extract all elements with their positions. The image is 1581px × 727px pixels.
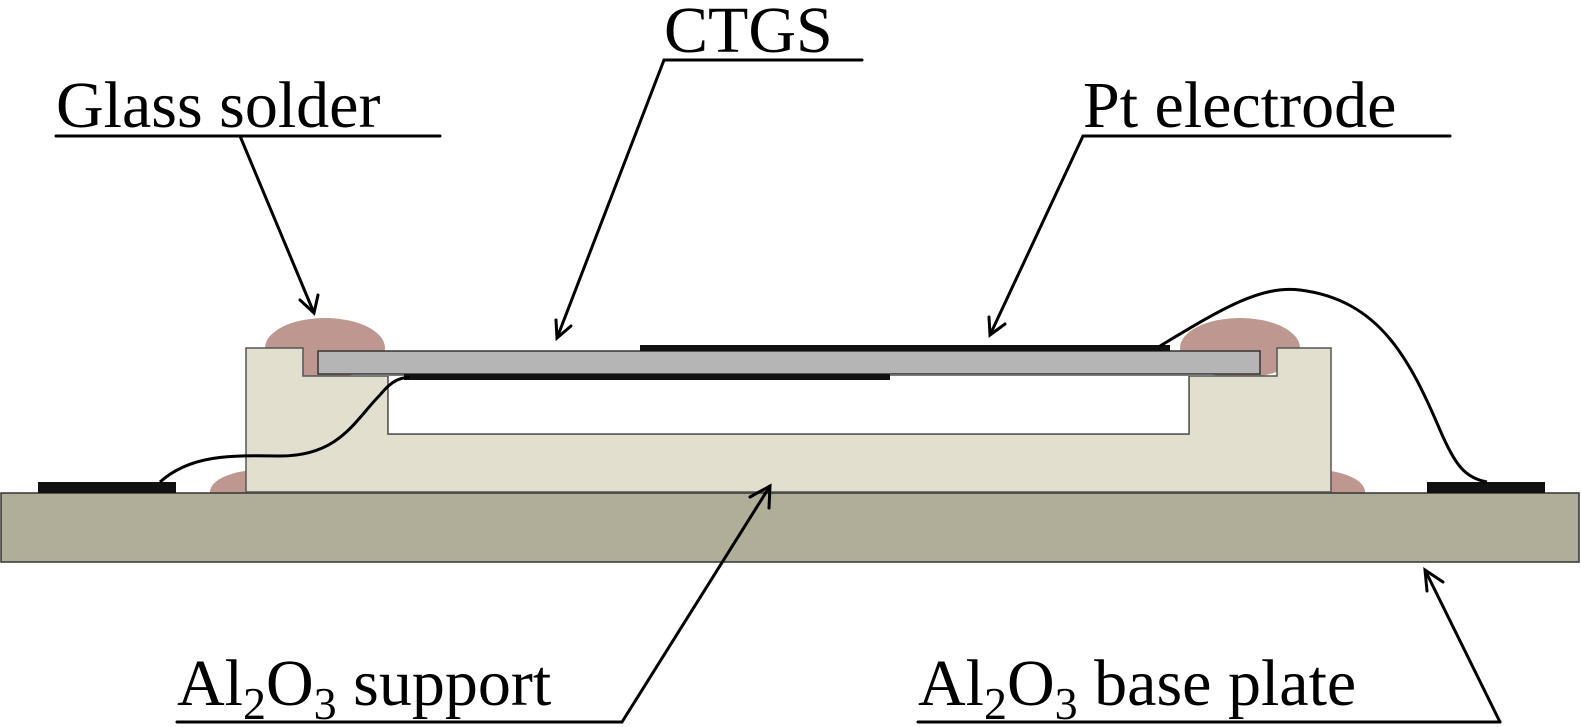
base-o: O [1007,647,1055,720]
glass-solder-arrow [238,134,320,316]
label-glass-solder: Glass solder [56,69,380,142]
support-o: O [266,647,314,720]
label-pt-electrode: Pt electrode [1083,69,1396,142]
base-word: base plate [1078,647,1357,720]
al2o3-base-plate [0,492,1580,563]
label-ctgs: CTGS [664,0,833,67]
bond-wire-right [1159,287,1488,484]
support-word: support [337,647,552,720]
leader-lines [54,58,1502,724]
base-plate-arrow [1423,567,1502,724]
contact-pad-left [38,482,176,493]
support-cavity [387,376,1190,435]
support-sub-2: 2 [243,678,266,727]
contact-pad-right [1427,482,1545,493]
base-al: Al [918,647,984,720]
support-al: Al [177,647,243,720]
ctgs-crystal [317,350,1261,375]
pt-electrode-arrow [987,134,1085,338]
support-sub-3: 3 [314,678,337,727]
bond-wire-left [158,375,411,484]
pt-electrode-bottom [404,374,890,380]
pt-electrode-top [640,345,1170,351]
support-arrow [620,483,772,724]
base-sub-3: 3 [1055,678,1078,727]
label-al2o3-support: Al2O3 support [177,647,551,727]
base-sub-2: 2 [984,678,1007,727]
label-al2o3-base-plate: Al2O3 base plate [918,647,1356,727]
ctgs-arrow [554,58,666,342]
